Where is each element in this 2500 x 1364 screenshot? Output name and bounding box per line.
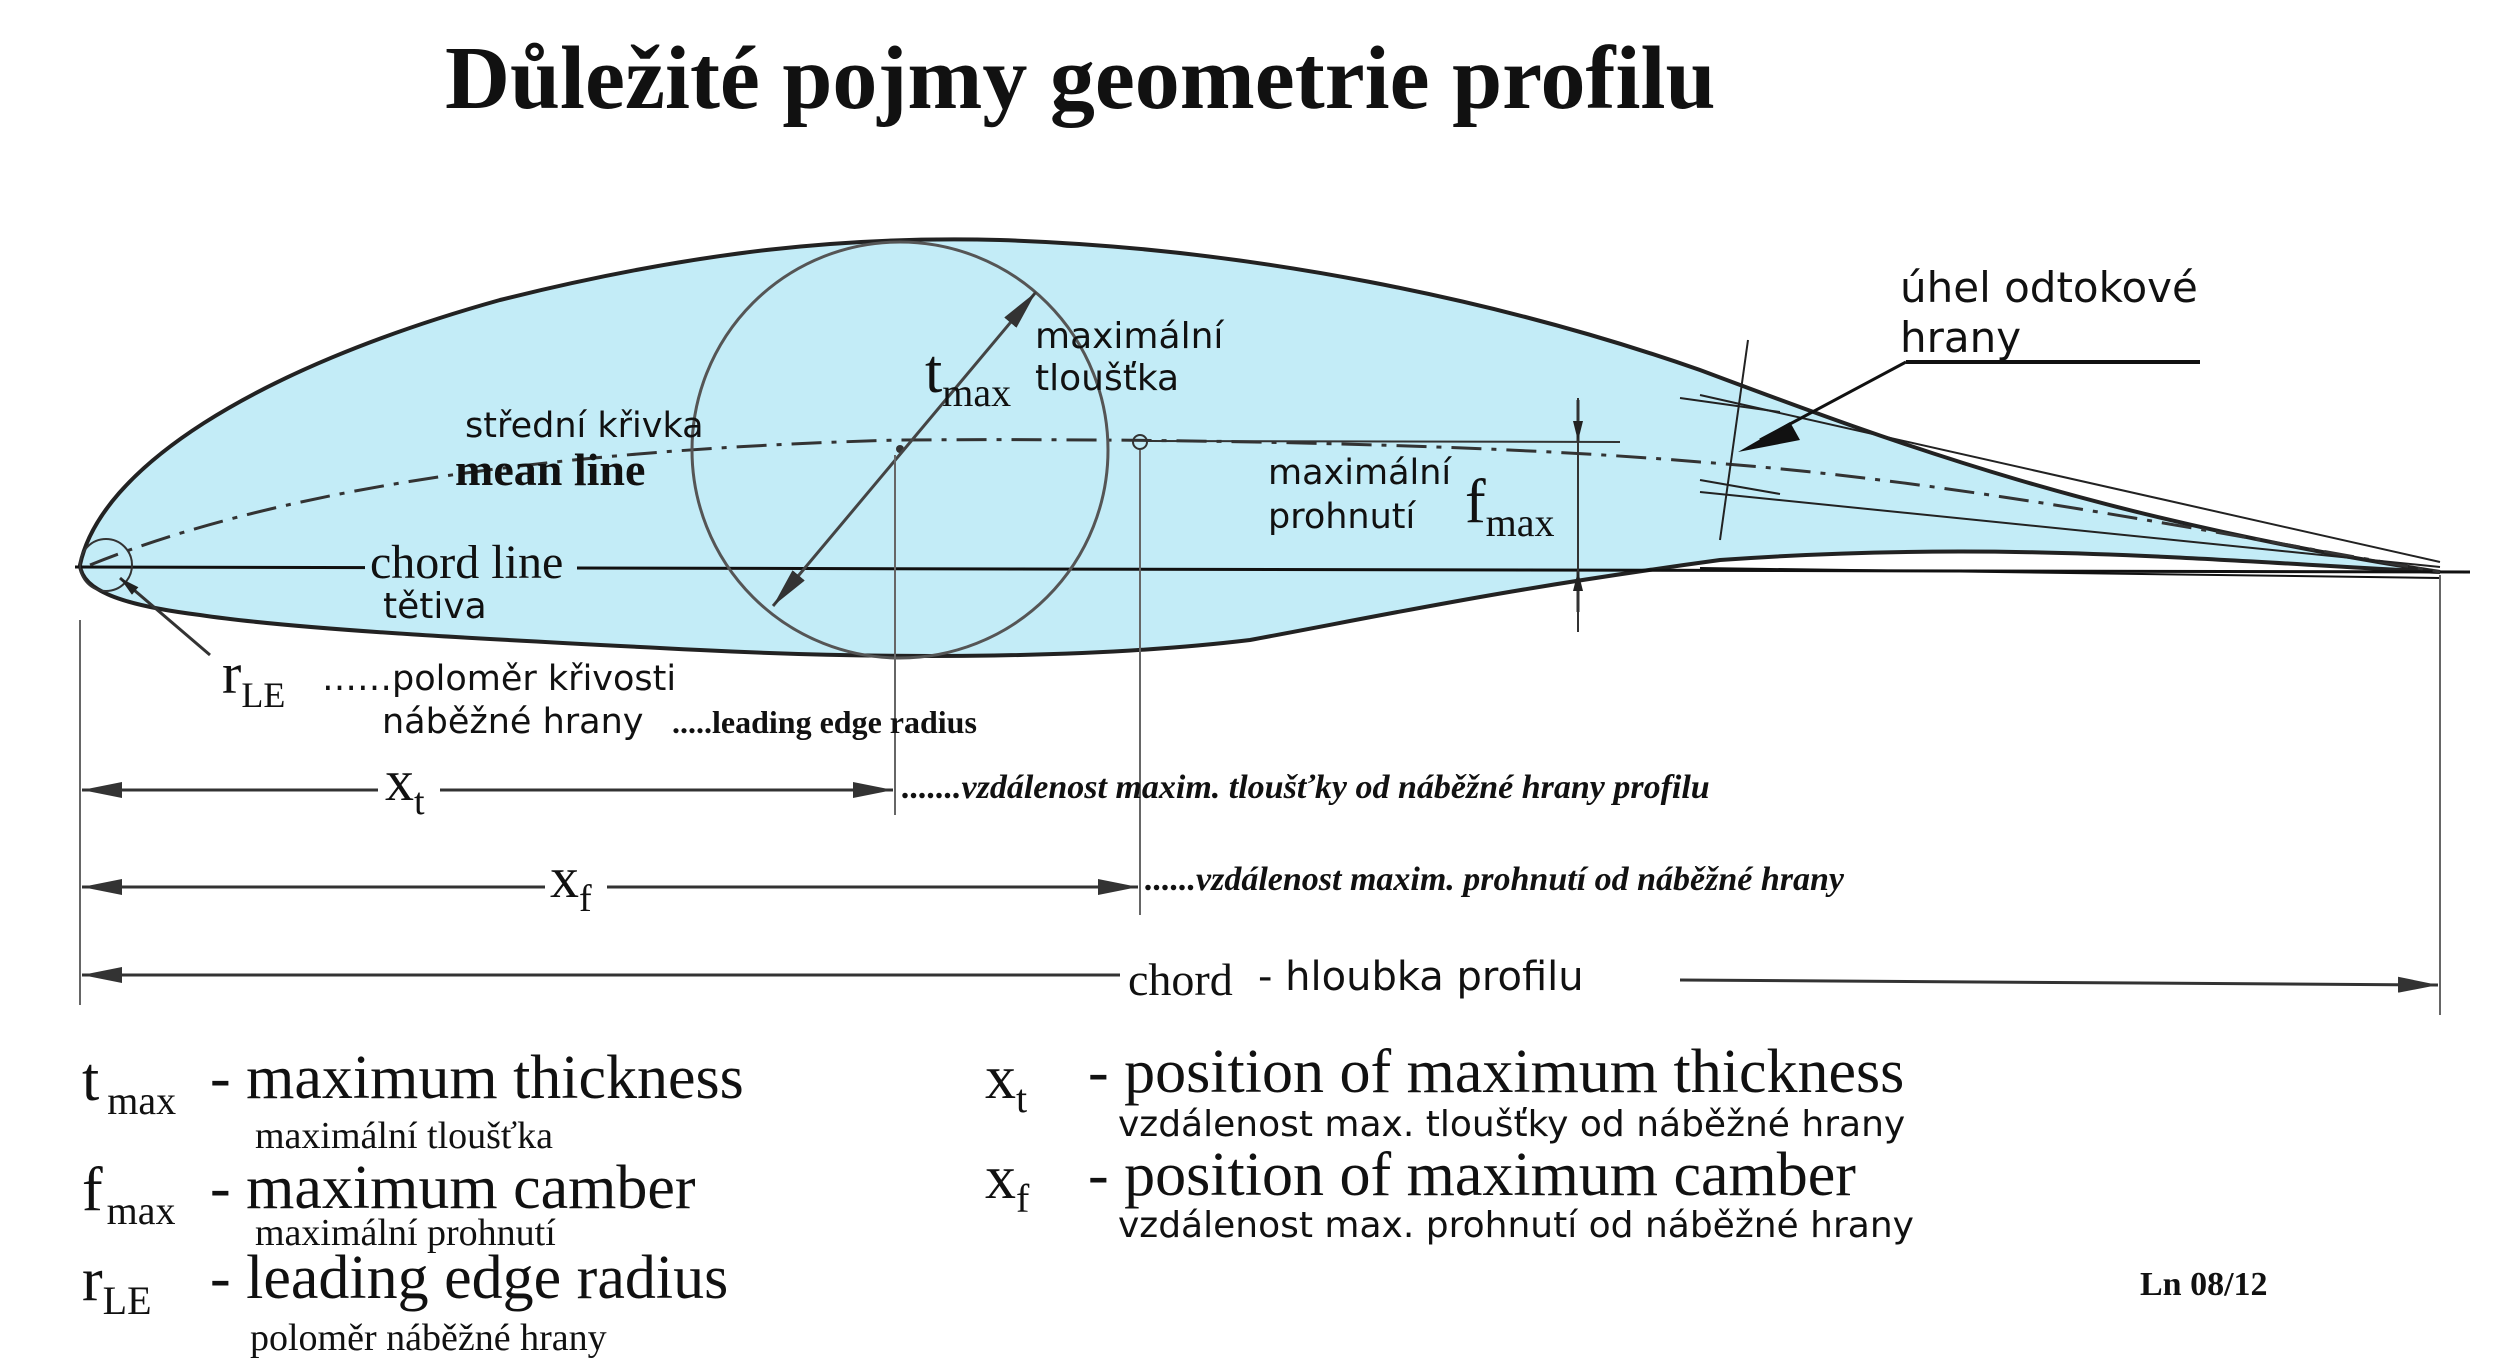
rle-pointer: [119, 576, 211, 657]
page-title: Důležité pojmy geometrie profilu: [445, 29, 1716, 128]
legend-xf-symbol: xf: [985, 1144, 1030, 1221]
legend-fmax-en: - maximum camber: [210, 1154, 696, 1222]
max-thickness-circle: [690, 240, 1110, 660]
mean-line-label: mean line: [455, 444, 645, 495]
legend-xf-en: - position of maximum camber: [1088, 1141, 1856, 1209]
chord-label: chord: [1128, 954, 1233, 1005]
chord-line-lower: [1699, 567, 2441, 579]
tmax-label: tmax: [925, 338, 1011, 415]
te-angle-marker: [1738, 422, 1800, 452]
te-leader: [1759, 360, 1907, 442]
rle-desc-cz-2: náběžné hrany: [382, 702, 644, 742]
legend-rle-symbol: rLE: [82, 1246, 152, 1323]
xf-label-bg: [545, 855, 607, 915]
te-tangent-lower: [1699, 491, 2441, 568]
legend-xt-en: - position of maximum thickness: [1088, 1038, 1904, 1106]
te-angle-label-1: úhel odtokové: [1900, 263, 2198, 312]
legend-tmax-en: - maximum thickness: [210, 1044, 744, 1112]
rle-desc-cz-1: ……poloměr křivosti: [322, 659, 676, 699]
chord-dim-right: [1679, 976, 2439, 993]
legend-tmax-cz: maximální tloušťka: [255, 1115, 553, 1157]
te-angle-label-2: hrany: [1900, 313, 2021, 362]
legend-xt-cz: vzdálenost max. tloušťky od náběžné hran…: [1118, 1104, 1905, 1145]
mean-line-cz-label: střední křivka: [465, 406, 704, 446]
rle-label: rLE: [222, 641, 285, 715]
legend-xt-symbol: xt: [985, 1044, 1027, 1121]
tmax-diameter-arrow: [771, 291, 1038, 607]
legend-rle-en: - leading edge radius: [210, 1244, 728, 1312]
camber-extension: [1147, 440, 1621, 443]
legend-fmax-cz: maximální prohnutí: [255, 1212, 556, 1254]
fmax-label: fmax: [1465, 468, 1555, 545]
footer-code: Ln 08/12: [2140, 1266, 2268, 1303]
xt-label-bg: [378, 758, 440, 818]
te-tick-2: [1679, 397, 1781, 413]
xt-label: xt: [385, 748, 425, 823]
legend-right: xt - position of maximum thickness vzdál…: [985, 1038, 1914, 1246]
xf-label: xf: [550, 845, 592, 920]
te-tangent-upper: [1699, 394, 2441, 563]
leading-edge-circle: [79, 538, 133, 592]
chord-line-label: chord line: [370, 536, 563, 589]
legend-xf-cz: vzdálenost max. prohnutí od náběžné hran…: [1118, 1205, 1914, 1246]
max-thickness-label-2: tloušťka: [1035, 358, 1179, 399]
chord-line-cz-label: tětiva: [383, 586, 487, 627]
xf-desc: ......vzdálenost maxim. prohnutí od nábě…: [1145, 861, 1845, 898]
airfoil-profile: [77, 237, 2441, 658]
chord-cz-label: - hloubka profilu: [1258, 954, 1584, 1000]
max-camber-label-1: maximální: [1268, 453, 1452, 493]
xt-desc: .......vzdálenost maxim. tloušťky od náb…: [902, 769, 1710, 806]
max-camber-label-2: prohnutí: [1268, 497, 1417, 537]
chord-label-bg: [365, 535, 577, 587]
rle-desc-en: .....leading edge radius: [672, 704, 977, 740]
legend-rle-cz: poloměr náběžné hrany: [250, 1317, 607, 1359]
te-tick-3: [1699, 479, 1781, 495]
max-camber-point: [1132, 434, 1148, 450]
mean-line: [89, 438, 2441, 574]
max-thickness-label-1: maximální: [1035, 316, 1224, 357]
te-tick-1: [1719, 339, 1749, 541]
